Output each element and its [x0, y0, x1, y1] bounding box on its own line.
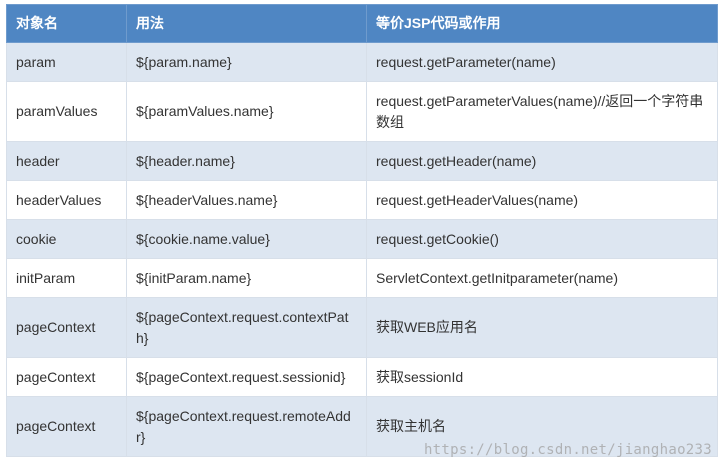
- cell-equivalent: 获取WEB应用名: [366, 297, 718, 358]
- cell-object-name: pageContext: [6, 297, 127, 358]
- table-row: pageContext ${pageContext.request.contex…: [6, 297, 718, 358]
- cell-equivalent: request.getParameterValues(name)//返回一个字符…: [366, 81, 718, 142]
- column-header-usage: 用法: [126, 4, 367, 43]
- table-row: pageContext ${pageContext.request.remote…: [6, 396, 718, 457]
- el-implicit-objects-table: 对象名 用法 等价JSP代码或作用 param ${param.name} re…: [6, 4, 718, 457]
- cell-equivalent: 获取主机名: [366, 396, 718, 457]
- watermark-url: https://blog.csdn.net/jianghao233: [423, 442, 712, 458]
- cell-usage: ${header.name}: [126, 141, 367, 181]
- cell-object-name: param: [6, 42, 127, 82]
- cell-object-name: initParam: [6, 258, 127, 298]
- cell-usage: ${headerValues.name}: [126, 180, 367, 220]
- cell-usage: ${pageContext.request.sessionid}: [126, 357, 367, 397]
- cell-object-name: pageContext: [6, 396, 127, 457]
- cell-usage: ${paramValues.name}: [126, 81, 367, 142]
- table-row: headerValues ${headerValues.name} reques…: [6, 180, 718, 220]
- table-row: paramValues ${paramValues.name} request.…: [6, 81, 718, 142]
- cell-object-name: headerValues: [6, 180, 127, 220]
- cell-equivalent: request.getHeaderValues(name): [366, 180, 718, 220]
- cell-usage: ${param.name}: [126, 42, 367, 82]
- table-row: header ${header.name} request.getHeader(…: [6, 141, 718, 181]
- table-row: pageContext ${pageContext.request.sessio…: [6, 357, 718, 397]
- cell-equivalent: request.getParameter(name): [366, 42, 718, 82]
- cell-equivalent: request.getHeader(name): [366, 141, 718, 181]
- table-row: param ${param.name} request.getParameter…: [6, 42, 718, 82]
- table-row: initParam ${initParam.name} ServletConte…: [6, 258, 718, 298]
- cell-usage: ${cookie.name.value}: [126, 219, 367, 259]
- cell-usage: ${pageContext.request.contextPath}: [126, 297, 367, 358]
- table-header-row: 对象名 用法 等价JSP代码或作用: [6, 4, 718, 43]
- cell-object-name: header: [6, 141, 127, 181]
- cell-object-name: paramValues: [6, 81, 127, 142]
- cell-equivalent: request.getCookie(): [366, 219, 718, 259]
- cell-object-name: cookie: [6, 219, 127, 259]
- table-row: cookie ${cookie.name.value} request.getC…: [6, 219, 718, 259]
- cell-usage: ${initParam.name}: [126, 258, 367, 298]
- cell-usage: ${pageContext.request.remoteAddr}: [126, 396, 367, 457]
- cell-equivalent: ServletContext.getInitparameter(name): [366, 258, 718, 298]
- cell-object-name: pageContext: [6, 357, 127, 397]
- cell-equivalent: 获取sessionId: [366, 357, 718, 397]
- column-header-equivalent: 等价JSP代码或作用: [366, 4, 718, 43]
- column-header-object-name: 对象名: [6, 4, 127, 43]
